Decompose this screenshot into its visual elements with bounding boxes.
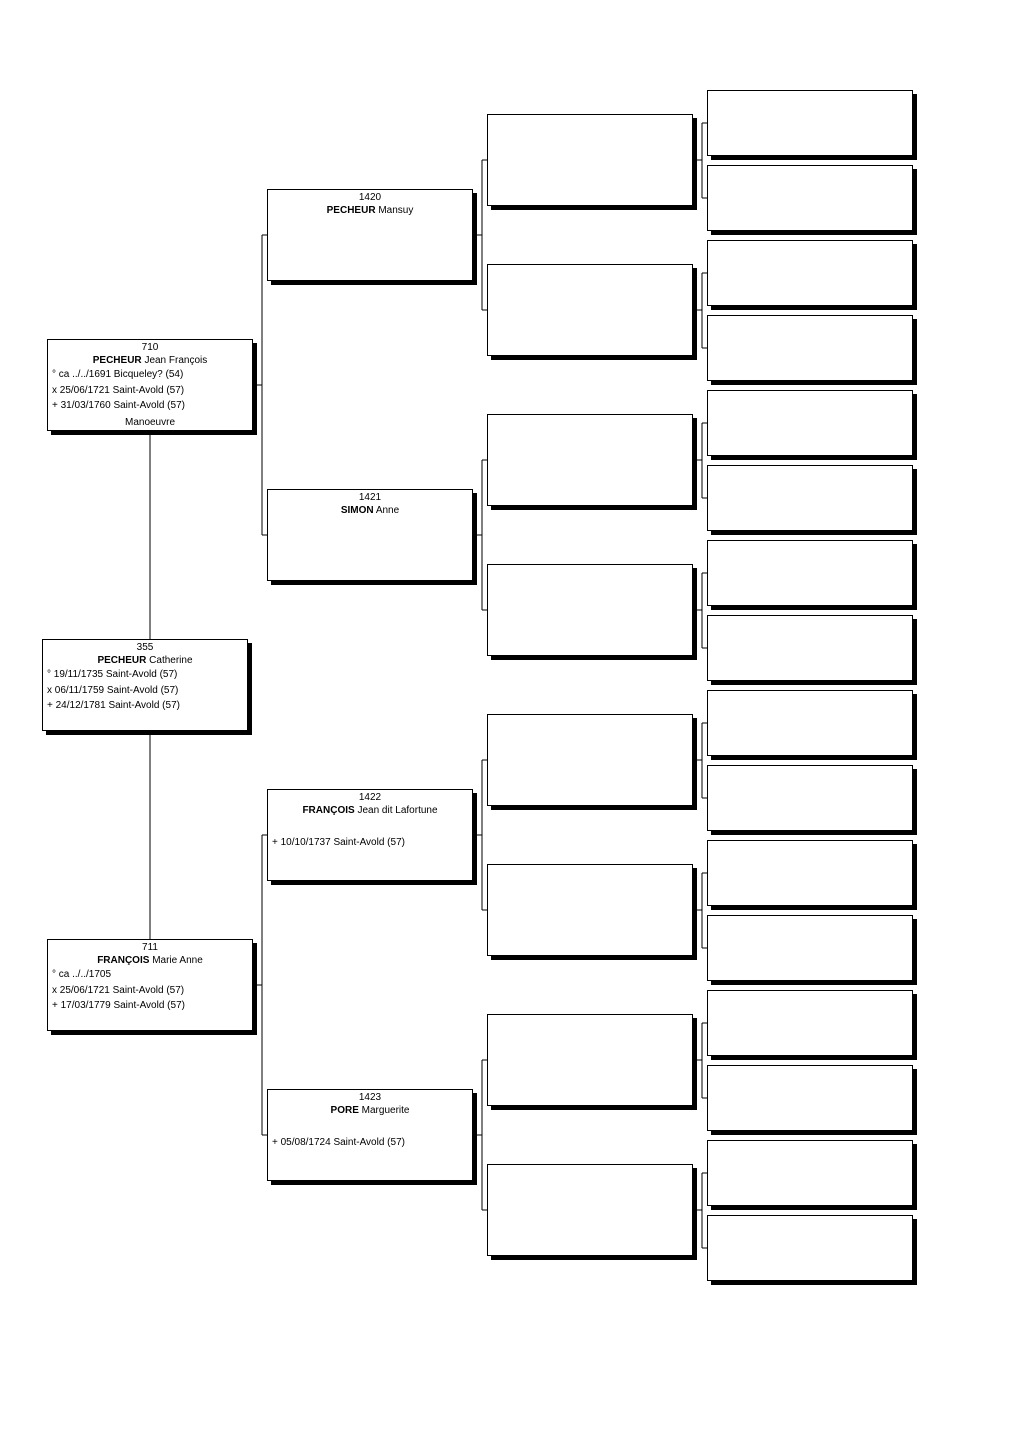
marriage-event: x 25/06/1721 Saint-Avold (57) [52, 384, 185, 396]
empty-person-box-gen4[interactable] [487, 1164, 693, 1256]
empty-person-box-gen4[interactable] [487, 864, 693, 956]
person-given-name: Jean François [144, 355, 208, 366]
person-number: 710 [141, 342, 159, 353]
person-given-name: Catherine [149, 655, 193, 666]
person-name: PECHEUR Catherine [43, 654, 247, 667]
empty-person-box-gen5[interactable] [707, 165, 913, 231]
person-number: 355 [136, 642, 154, 653]
person-surname: PECHEUR [92, 355, 142, 366]
empty-person-box-gen5[interactable] [707, 765, 913, 831]
person-given-name: Mansuy [378, 205, 414, 216]
empty-person-box-gen5[interactable] [707, 240, 913, 306]
person-box-1421[interactable]: 1421 SIMON Anne [267, 489, 473, 581]
empty-person-box-gen5[interactable] [707, 315, 913, 381]
empty-person-box-gen5[interactable] [707, 915, 913, 981]
empty-person-box-gen4[interactable] [487, 714, 693, 806]
person-number: 711 [142, 942, 158, 953]
person-surname: FRANÇOIS [302, 805, 355, 816]
birth-event: ° ca ../../1705 [52, 969, 112, 980]
person-surname: PECHEUR [326, 205, 376, 216]
marriage-event: x 25/06/1721 Saint-Avold (57) [52, 984, 185, 996]
death-event: + 10/10/1737 Saint-Avold (57) [272, 837, 405, 848]
death-event: + 05/08/1724 Saint-Avold (57) [272, 1137, 405, 1148]
person-given-name: Anne [375, 505, 400, 516]
person-surname: PORE [330, 1105, 359, 1116]
empty-person-box-gen5[interactable] [707, 540, 913, 606]
marriage-event: x 06/11/1759 Saint-Avold (57) [47, 684, 179, 696]
person-box-710[interactable]: 710 PECHEUR Jean François ° ca ../../169… [47, 339, 253, 431]
person-box-1422[interactable]: 1422 FRANÇOIS Jean dit Lafortune + 10/10… [267, 789, 473, 881]
empty-person-box-gen4[interactable] [487, 414, 693, 506]
empty-person-box-gen5[interactable] [707, 1065, 913, 1131]
person-box-1420[interactable]: 1420 PECHEUR Mansuy [267, 189, 473, 281]
person-box-1423[interactable]: 1423 PORE Marguerite + 05/08/1724 Saint-… [267, 1089, 473, 1181]
empty-person-box-gen4[interactable] [487, 114, 693, 206]
person-box-355[interactable]: 355 PECHEUR Catherine ° 19/11/1735 Saint… [42, 639, 248, 731]
birth-event: ° 19/11/1735 Saint-Avold (57) [47, 669, 178, 680]
person-number: 1421 [358, 492, 382, 503]
person-name: FRANÇOIS Marie Anne [48, 954, 252, 967]
person-name: PORE Marguerite [268, 1104, 472, 1117]
death-event: + 17/03/1779 Saint-Avold (57) [52, 1000, 185, 1011]
empty-person-box-gen5[interactable] [707, 990, 913, 1056]
empty-person-box-gen4[interactable] [487, 264, 693, 356]
person-given-name: Jean dit Lafortune [357, 805, 438, 816]
person-name: PECHEUR Jean François [48, 354, 252, 367]
empty-person-box-gen5[interactable] [707, 1215, 913, 1281]
person-name: PECHEUR Mansuy [268, 204, 472, 217]
person-given-name: Marie Anne [152, 955, 203, 966]
death-event: + 31/03/1760 Saint-Avold (57) [52, 400, 185, 411]
person-name: SIMON Anne [268, 504, 472, 517]
empty-person-box-gen5[interactable] [707, 1140, 913, 1206]
occupation: Manoeuvre [124, 416, 176, 428]
empty-person-box-gen4[interactable] [487, 564, 693, 656]
empty-person-box-gen4[interactable] [487, 1014, 693, 1106]
birth-event: ° ca ../../1691 Bicqueley? (54) [52, 369, 184, 380]
person-surname: SIMON [340, 505, 374, 516]
empty-person-box-gen5[interactable] [707, 90, 913, 156]
person-given-name: Marguerite [361, 1105, 410, 1116]
person-surname: FRANÇOIS [97, 955, 150, 966]
person-name: FRANÇOIS Jean dit Lafortune [268, 804, 472, 817]
empty-person-box-gen5[interactable] [707, 840, 913, 906]
empty-person-box-gen5[interactable] [707, 390, 913, 456]
death-event: + 24/12/1781 Saint-Avold (57) [47, 700, 180, 711]
person-number: 1422 [358, 792, 382, 803]
person-box-711[interactable]: 711 FRANÇOIS Marie Anne ° ca ../../1705 … [47, 939, 253, 1031]
person-number: 1420 [358, 192, 382, 203]
person-number: 1423 [358, 1092, 382, 1103]
person-surname: PECHEUR [97, 655, 147, 666]
empty-person-box-gen5[interactable] [707, 690, 913, 756]
empty-person-box-gen5[interactable] [707, 465, 913, 531]
empty-person-box-gen5[interactable] [707, 615, 913, 681]
